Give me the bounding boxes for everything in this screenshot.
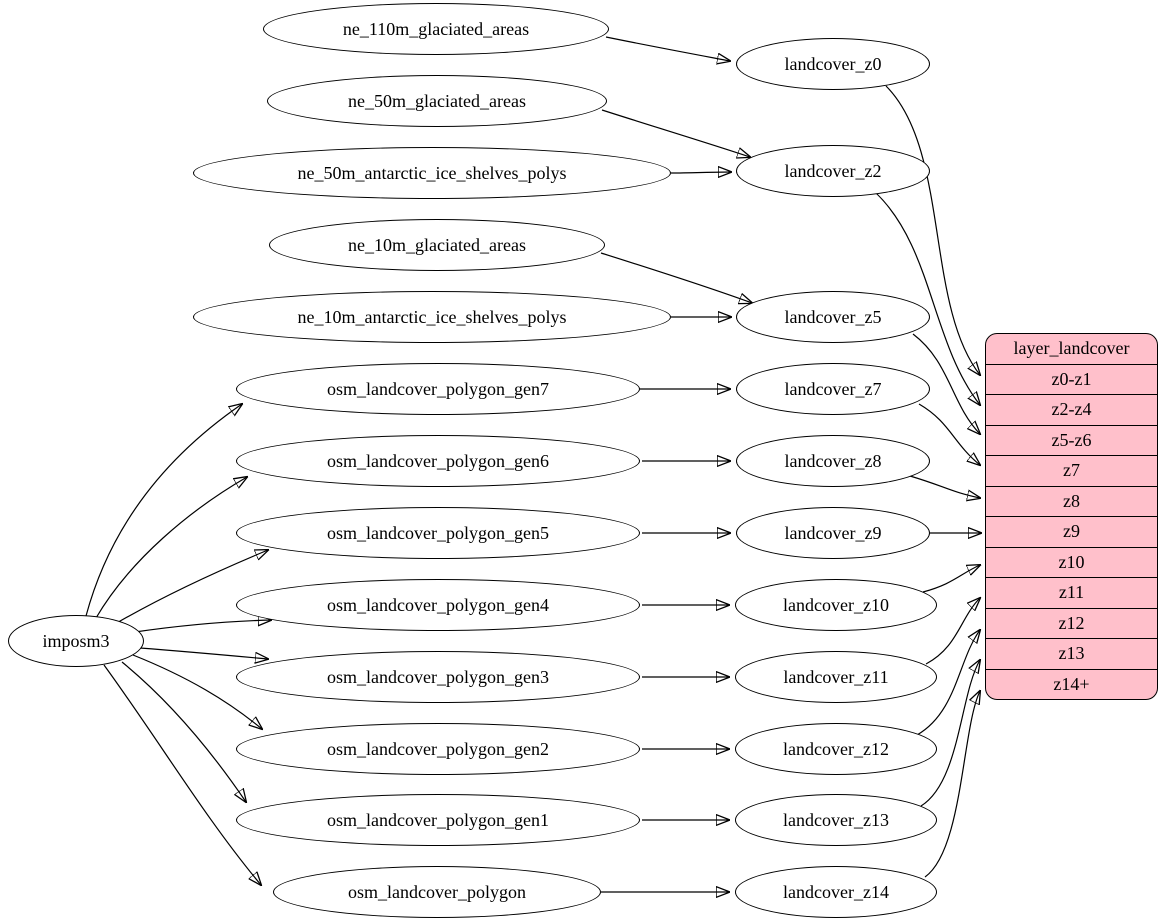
node-label: osm_landcover_polygon_gen7: [327, 378, 549, 399]
record-title: layer_landcover: [1013, 338, 1130, 359]
node-label: ne_50m_antarctic_ice_shelves_polys: [297, 162, 567, 183]
edge-ne_50m_glaciated_areas--landcover_z2: [601, 109, 750, 157]
node-label: osm_landcover_polygon_gen2: [327, 738, 549, 759]
node-label: osm_landcover_polygon_gen1: [327, 809, 549, 830]
node-label: landcover_z11: [783, 666, 889, 687]
node-label: ne_50m_glaciated_areas: [348, 90, 526, 111]
edge-landcover_z14--layer_landcover-z14plus: [924, 691, 980, 878]
node-label: landcover_z9: [784, 522, 882, 543]
node-landcover_z0: landcover_z0: [736, 38, 930, 90]
edge-imposm3--osm_landcover_polygon_gen4: [134, 620, 271, 633]
record-row-z13: z13: [986, 638, 1157, 669]
edge-landcover_z10--layer_landcover-z10: [922, 565, 980, 593]
edge-landcover_z7--layer_landcover-z7: [918, 403, 980, 465]
edge-landcover_z11--layer_landcover-z11: [925, 598, 980, 665]
record-row-z0-z1: z0-z1: [986, 363, 1157, 395]
record-row-z9: z9: [986, 516, 1157, 547]
node-label: osm_landcover_polygon_gen6: [327, 450, 549, 471]
node-layer_landcover: layer_landcover z0-z1 z2-z4 z5-z6 z7 z8 …: [985, 333, 1158, 700]
edge-ne_10m_glaciated_areas--landcover_z5: [600, 252, 752, 303]
node-landcover_z2: landcover_z2: [736, 145, 930, 197]
record-row-z10: z10: [986, 546, 1157, 578]
node-osm_landcover_polygon_gen7: osm_landcover_polygon_gen7: [236, 363, 640, 415]
node-imposm3: imposm3: [8, 615, 144, 667]
node-label: landcover_z7: [784, 378, 882, 399]
node-landcover_z5: landcover_z5: [736, 291, 930, 343]
node-osm_landcover_polygon_gen4: osm_landcover_polygon_gen4: [236, 579, 640, 631]
node-landcover_z12: landcover_z12: [735, 723, 937, 775]
node-label: landcover_z12: [783, 738, 889, 759]
record-row-z7: z7: [986, 455, 1157, 486]
node-label: osm_landcover_polygon_gen4: [327, 594, 549, 615]
node-osm_landcover_polygon_gen5: osm_landcover_polygon_gen5: [236, 507, 640, 559]
node-osm_landcover_polygon_gen6: osm_landcover_polygon_gen6: [236, 435, 640, 487]
edge-ne_110m_glaciated_areas--landcover_z0: [605, 36, 730, 61]
edge-landcover_z5--layer_landcover-z5-z6: [912, 333, 980, 434]
node-osm_landcover_polygon_gen2: osm_landcover_polygon_gen2: [236, 723, 640, 775]
edge-imposm3--osm_landcover_polygon_gen1: [121, 661, 246, 802]
node-label: osm_landcover_polygon_gen3: [327, 666, 549, 687]
node-label: ne_110m_glaciated_areas: [342, 18, 530, 39]
edge-imposm3--osm_landcover_polygon: [103, 664, 261, 885]
record-row-z12: z12: [986, 607, 1157, 639]
node-label: landcover_z0: [784, 53, 882, 74]
node-ne_50m_glaciated_areas: ne_50m_glaciated_areas: [267, 75, 607, 127]
edge-landcover_z0--layer_landcover-z0-z1: [885, 85, 980, 375]
node-ne_110m_glaciated_areas: ne_110m_glaciated_areas: [263, 3, 609, 55]
node-label: landcover_z13: [783, 809, 889, 830]
node-label: landcover_z8: [784, 450, 882, 471]
edge-landcover_z12--layer_landcover-z12: [916, 630, 980, 736]
node-label: osm_landcover_polygon: [348, 881, 526, 902]
record-row-z2-z4: z2-z4: [986, 394, 1157, 425]
edge-imposm3--osm_landcover_polygon_gen5: [114, 550, 268, 625]
record-row-z8: z8: [986, 485, 1157, 517]
node-label: ne_10m_glaciated_areas: [348, 234, 526, 255]
node-landcover_z9: landcover_z9: [736, 507, 930, 559]
edge-imposm3--osm_landcover_polygon_gen6: [95, 477, 247, 619]
node-label: landcover_z14: [783, 881, 889, 902]
record-row-z11: z11: [986, 577, 1157, 608]
node-ne_10m_glaciated_areas: ne_10m_glaciated_areas: [269, 219, 605, 271]
edge-landcover_z13--layer_landcover-z13: [920, 660, 980, 807]
node-label: landcover_z5: [784, 306, 882, 327]
node-osm_landcover_polygon_gen1: osm_landcover_polygon_gen1: [236, 794, 640, 846]
node-label: osm_landcover_polygon_gen5: [327, 522, 549, 543]
node-ne_10m_antarctic_ice_shelves_polys: ne_10m_antarctic_ice_shelves_polys: [193, 291, 671, 343]
node-landcover_z8: landcover_z8: [736, 435, 930, 487]
edge-ne_50m_antarctic_ice_shelves_polys--landcover_z2: [670, 172, 731, 173]
edge-landcover_z2--layer_landcover-z2-z4: [875, 192, 980, 405]
node-label: ne_10m_antarctic_ice_shelves_polys: [297, 306, 567, 327]
edge-imposm3--osm_landcover_polygon_gen2: [132, 654, 262, 729]
edge-landcover_z8--layer_landcover-z8: [909, 475, 980, 498]
edge-imposm3--osm_landcover_polygon_gen3: [139, 647, 268, 659]
node-label: imposm3: [42, 630, 110, 651]
node-landcover_z10: landcover_z10: [735, 579, 937, 631]
node-label: landcover_z10: [783, 594, 889, 615]
node-landcover_z13: landcover_z13: [735, 794, 937, 846]
record-row-z14plus: z14+: [986, 668, 1157, 700]
node-osm_landcover_polygon: osm_landcover_polygon: [273, 866, 601, 918]
record-row-z5-z6: z5-z6: [986, 424, 1157, 456]
node-ne_50m_antarctic_ice_shelves_polys: ne_50m_antarctic_ice_shelves_polys: [193, 147, 671, 199]
node-landcover_z11: landcover_z11: [735, 651, 937, 703]
node-label: landcover_z2: [784, 160, 882, 181]
node-landcover_z7: landcover_z7: [736, 363, 930, 415]
node-landcover_z14: landcover_z14: [735, 866, 937, 918]
node-osm_landcover_polygon_gen3: osm_landcover_polygon_gen3: [236, 651, 640, 703]
edge-imposm3--osm_landcover_polygon_gen7: [85, 404, 242, 617]
